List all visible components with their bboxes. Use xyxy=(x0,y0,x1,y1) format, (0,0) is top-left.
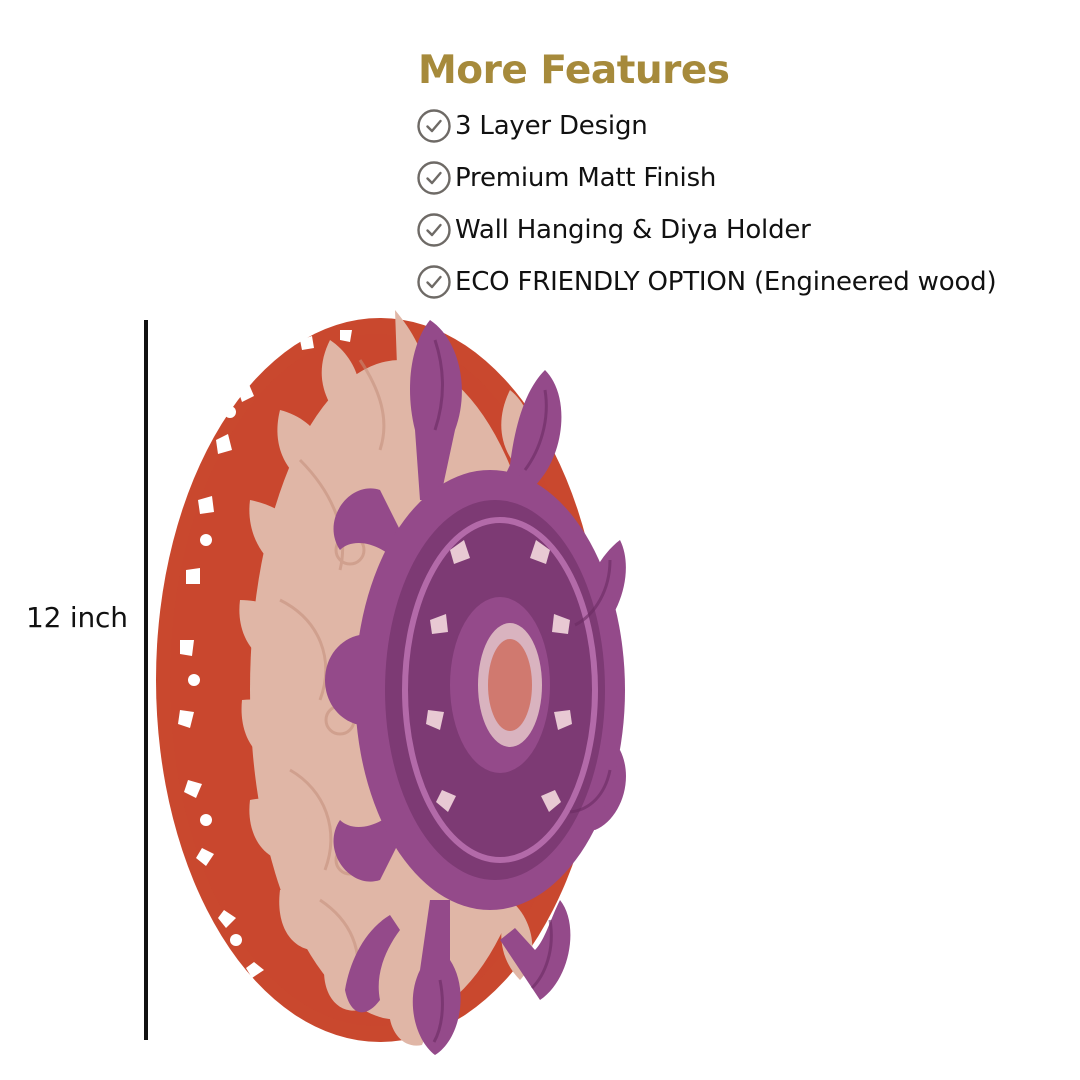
dimension-label: 12 inch xyxy=(26,601,128,634)
feature-label: Premium Matt Finish xyxy=(455,163,717,193)
feature-label: 3 Layer Design xyxy=(455,111,648,141)
feature-item: Premium Matt Finish xyxy=(416,152,996,204)
features-title: More Features xyxy=(418,48,730,93)
feature-label: ECO FRIENDLY OPTION (Engineered wood) xyxy=(455,267,997,297)
check-circle-icon xyxy=(417,109,451,143)
check-circle-icon xyxy=(417,161,451,195)
check-circle-icon xyxy=(417,265,451,299)
dimension-line xyxy=(144,320,148,1040)
feature-item: Wall Hanging & Diya Holder xyxy=(416,204,996,256)
check-circle-icon xyxy=(417,213,451,247)
mandala-front-detail xyxy=(432,339,612,1043)
feature-label: Wall Hanging & Diya Holder xyxy=(455,215,811,245)
mandala-product-image xyxy=(156,310,626,1055)
feature-item: ECO FRIENDLY OPTION (Engineered wood) xyxy=(416,256,997,308)
feature-item: 3 Layer Design xyxy=(416,100,996,152)
mandala-front-inner xyxy=(385,500,605,880)
feature-list: 3 Layer Design Premium Matt Finish Wall … xyxy=(416,100,997,308)
